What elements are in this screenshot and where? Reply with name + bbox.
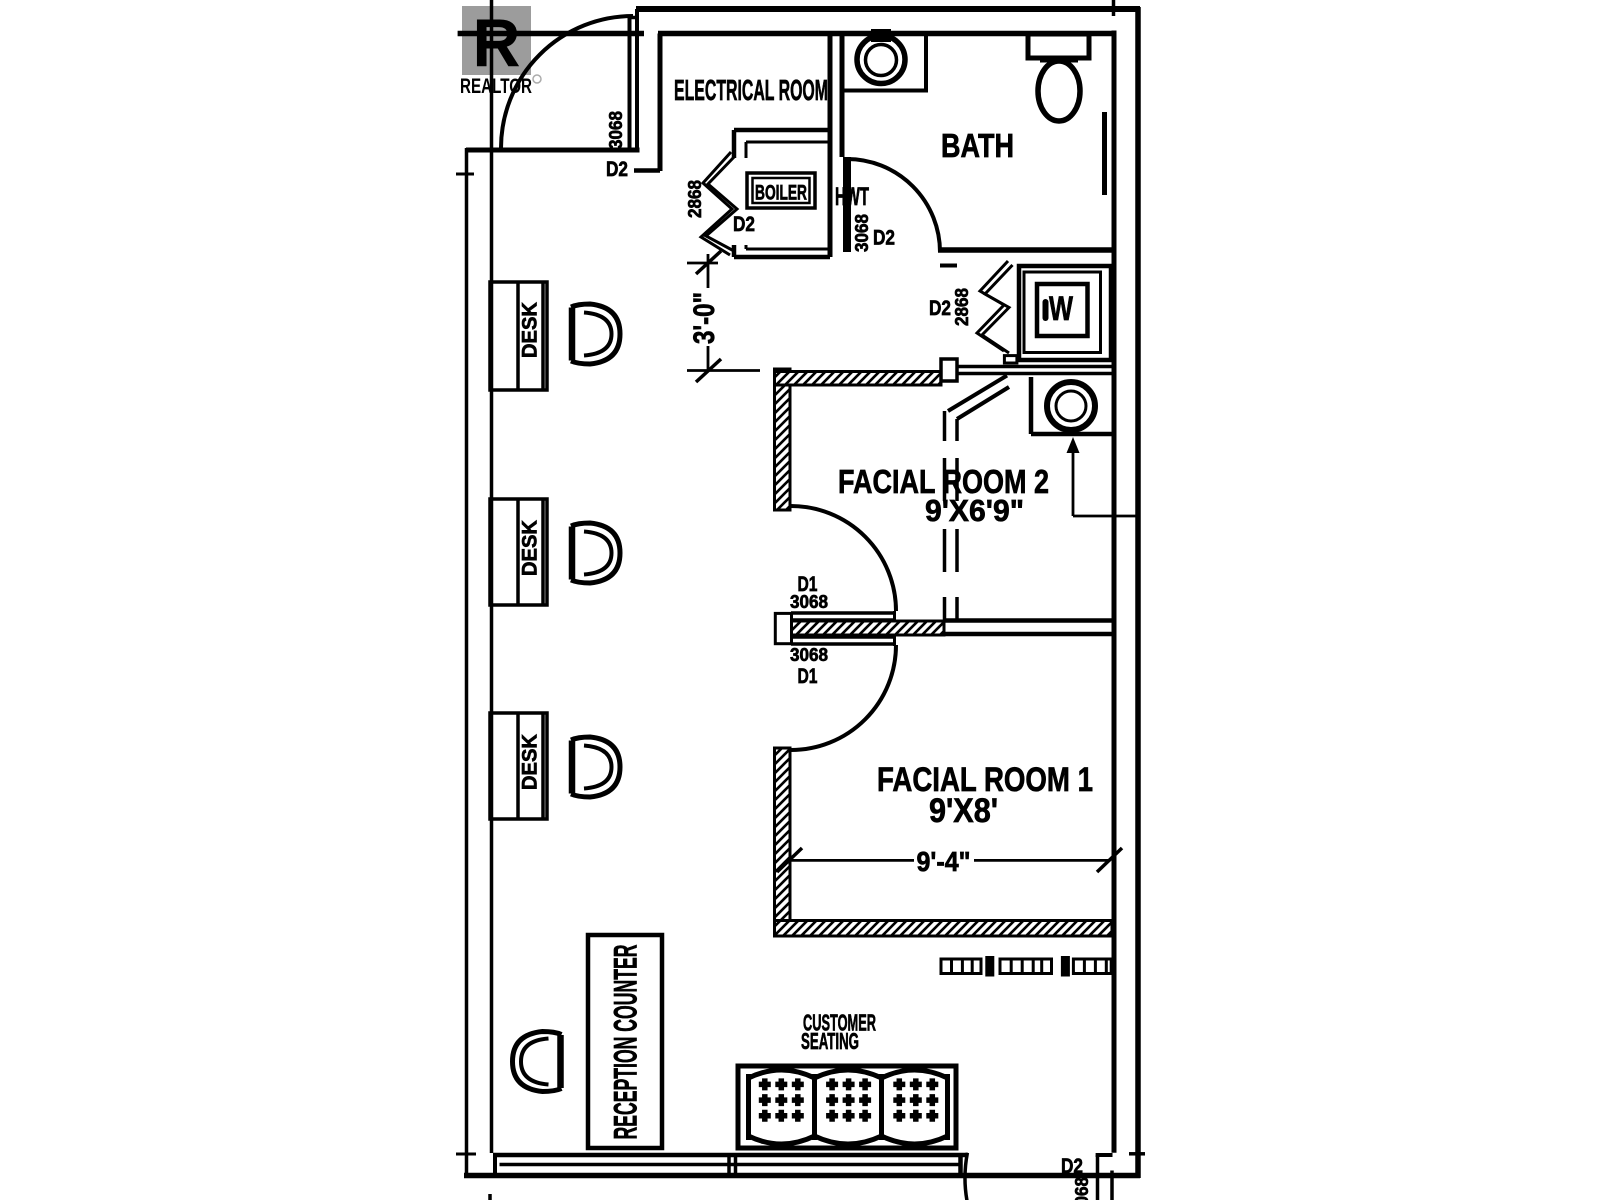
svg-text:9'-4": 9'-4" xyxy=(917,846,971,877)
svg-text:9'X8': 9'X8' xyxy=(929,792,998,830)
svg-text:HWT: HWT xyxy=(835,183,869,211)
svg-text:CUSTOMER: CUSTOMER xyxy=(803,1010,876,1036)
svg-text:W: W xyxy=(1049,290,1074,328)
svg-text:BOILER: BOILER xyxy=(755,182,807,205)
svg-text:ELECTRICAL ROOM: ELECTRICAL ROOM xyxy=(674,75,828,107)
svg-text:DESK: DESK xyxy=(519,302,542,358)
svg-text:2868: 2868 xyxy=(685,180,705,218)
svg-text:3068: 3068 xyxy=(790,592,828,612)
svg-text:9'X6'9": 9'X6'9" xyxy=(925,493,1024,528)
svg-text:D2: D2 xyxy=(733,213,755,236)
svg-text:DESK: DESK xyxy=(519,734,542,790)
svg-text:RECEPTION COUNTER: RECEPTION COUNTER xyxy=(607,945,643,1140)
svg-text:3068: 3068 xyxy=(852,214,872,252)
svg-text:SEATING: SEATING xyxy=(801,1028,859,1054)
svg-text:BATH: BATH xyxy=(941,127,1014,164)
svg-text:3068: 3068 xyxy=(1072,1177,1092,1200)
svg-text:DESK: DESK xyxy=(519,520,542,576)
svg-text:D2: D2 xyxy=(1061,1155,1083,1178)
svg-text:D2: D2 xyxy=(606,158,628,181)
svg-text:2868: 2868 xyxy=(952,288,972,326)
svg-text:D2: D2 xyxy=(929,297,951,320)
svg-text:3068: 3068 xyxy=(606,111,626,149)
svg-text:D1: D1 xyxy=(798,665,818,688)
svg-text:FACIAL ROOM 1: FACIAL ROOM 1 xyxy=(877,761,1093,799)
svg-text:3'-0": 3'-0" xyxy=(688,292,721,344)
svg-text:R: R xyxy=(473,5,521,81)
svg-text:3068: 3068 xyxy=(790,645,828,665)
svg-text:D1: D1 xyxy=(798,573,818,596)
svg-text:D2: D2 xyxy=(873,227,895,250)
svg-text:FACIAL ROOM 2: FACIAL ROOM 2 xyxy=(838,463,1049,500)
